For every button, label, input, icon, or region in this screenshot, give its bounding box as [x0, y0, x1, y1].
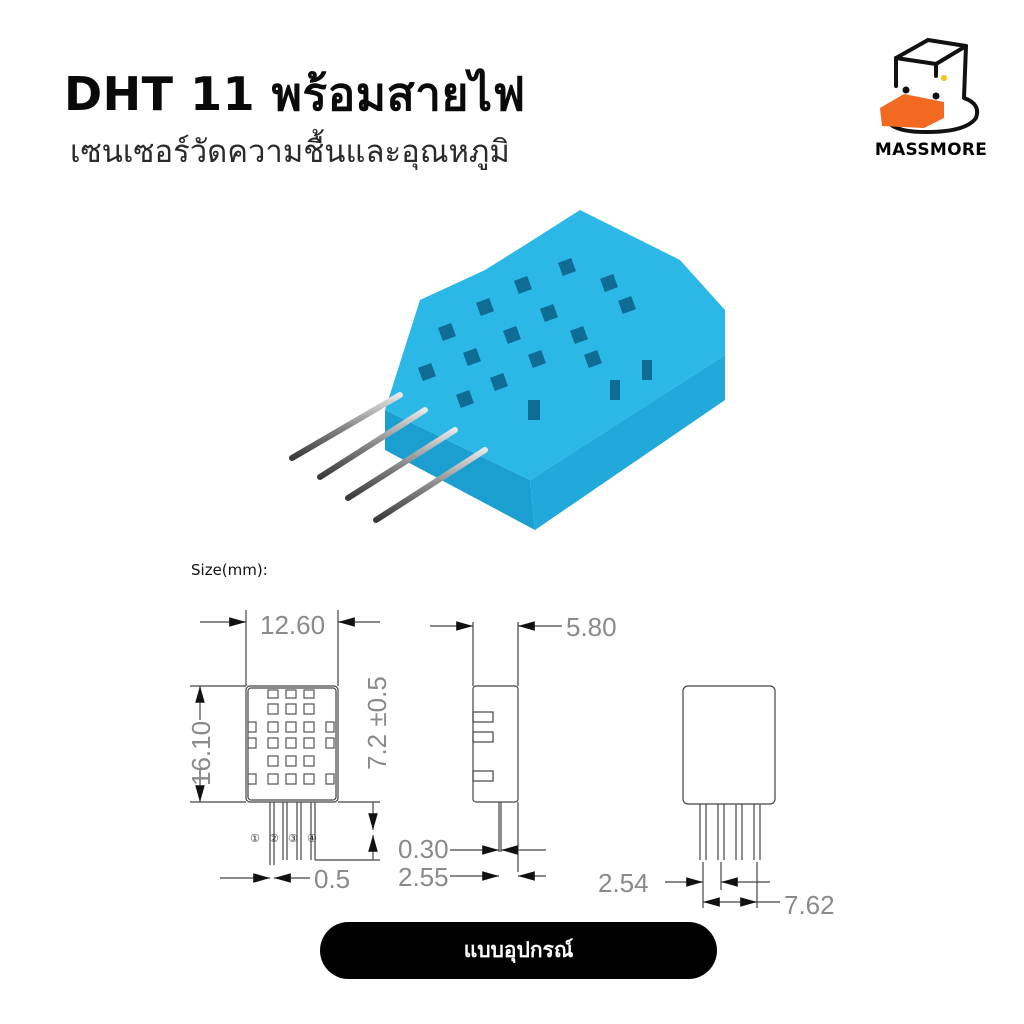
- pin-number-2: ②: [269, 832, 279, 845]
- dim-pin-thickness: 0.30: [398, 834, 449, 864]
- pin-number-4: ④: [307, 832, 317, 845]
- pin-number-3: ③: [288, 832, 298, 845]
- dimension-drawing: 12.60 16.10 7.2 ±0.5 0.5 ① ② ③ ④ 5.80 0.…: [186, 610, 835, 920]
- dim-depth: 5.80: [566, 612, 617, 642]
- dht11-sensor-image: [289, 210, 725, 530]
- dim-pin-offset: 2.55: [398, 862, 449, 892]
- dim-pin-width: 0.5: [314, 864, 350, 894]
- massmore-logo-icon: [880, 38, 980, 134]
- dim-pin-length: 7.2 ±0.5: [362, 676, 392, 770]
- brand-name: MASSMORE: [874, 140, 988, 160]
- product-title: DHT 11 พร้อมสายไฟ: [64, 67, 526, 121]
- dim-pin-pitch: 2.54: [598, 868, 649, 898]
- dim-height: 16.10: [186, 721, 216, 786]
- dim-pin-span: 7.62: [784, 890, 835, 920]
- dim-width: 12.60: [260, 610, 325, 640]
- pin-number-1: ①: [250, 832, 260, 845]
- size-label: Size(mm):: [191, 561, 268, 579]
- product-subtitle: เซนเซอร์วัดความชื้นและอุณหภูมิ: [70, 134, 510, 170]
- device-type-button[interactable]: แบบอุปกรณ์: [320, 922, 717, 979]
